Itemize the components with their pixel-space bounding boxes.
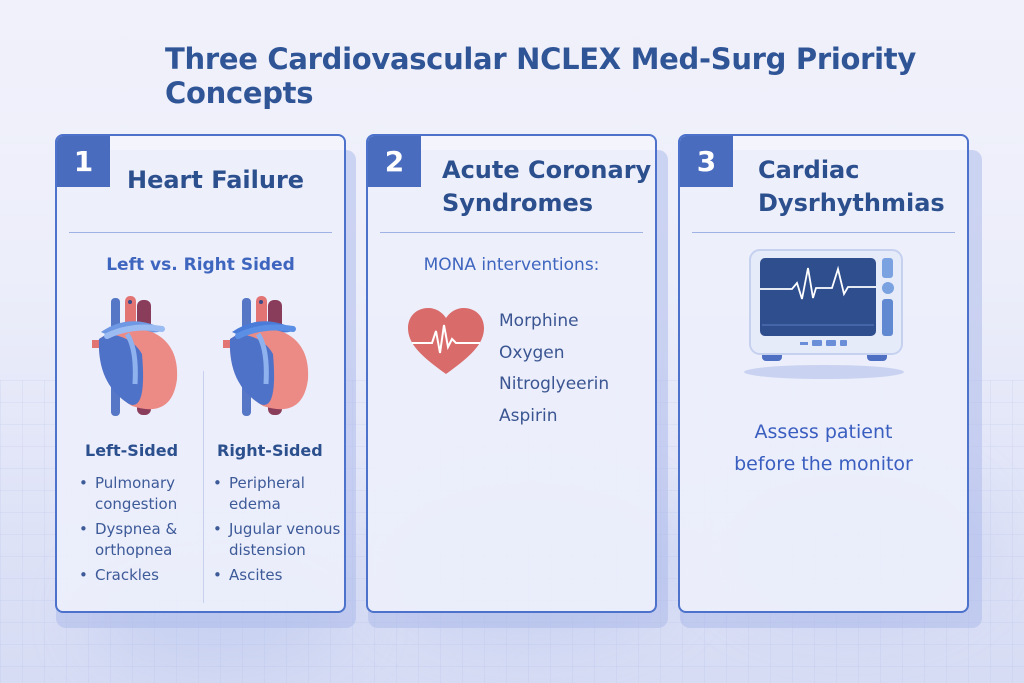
cardiac-monitor-icon [744,249,904,379]
left-sided-title: Left-Sided [85,441,179,460]
list-item: Nitroglyeerin [499,374,610,394]
right-sided-list: Peripheral edema Jugular venous distensi… [213,473,344,591]
heart-ecg-icon [408,308,484,374]
list-item: Aspirin [499,405,558,426]
right-sided-title: Right-Sided [217,441,323,460]
page-title: Three Cardiovascular NCLEX Med-Surg Prio… [165,42,916,110]
card-heart-failure: 1 Heart Failure Left vs. Right Sided Lef… [55,134,346,613]
card-title-line2: Dysrhythmias [758,189,945,217]
assessment-note: Assess patient before the monitor [680,416,967,480]
note-line: before the monitor [734,453,913,475]
card-title-line2: Syndromes [442,189,594,217]
heart-anatomy-right-icon [223,296,309,416]
list-item: Ascites [213,565,344,586]
card-number-badge: 3 [680,136,733,187]
heart-anatomy-left-icon [92,296,178,416]
divider [692,232,955,233]
card-subheading: Left vs. Right Sided [106,255,295,275]
list-item: Crackles [79,565,199,586]
divider [69,232,332,233]
card-subheading: MONA interventions: [423,255,600,275]
list-item: Dyspnea & orthopnea [79,519,199,560]
card-title: Heart Failure [127,166,305,194]
card-title-line1: Cardiac [758,156,860,184]
card-number-badge: 2 [368,136,421,187]
divider [380,232,643,233]
card-number-badge: 1 [57,136,110,187]
note-line: Assess patient [754,421,893,443]
list-item: Pulmonary congestion [79,473,199,514]
card-acute-coronary-syndromes: 2 Acute Coronary Syndromes MONA interven… [366,134,657,613]
list-item: Peripheral edema [213,473,344,514]
list-item: Oxygen [499,342,565,363]
column-divider [203,371,204,603]
card-title-line1: Acute Coronary [442,156,652,184]
list-item: Morphine [499,311,579,331]
list-item: Jugular venous distension [213,519,344,560]
mona-list: Morphine Oxygen Nitroglyeerin Aspirin [499,306,609,432]
card-cardiac-dysrhythmias: 3 Cardiac Dysrhythmias Assess patient be… [678,134,969,613]
left-sided-list: Pulmonary congestion Dyspnea & orthopnea… [79,473,199,591]
